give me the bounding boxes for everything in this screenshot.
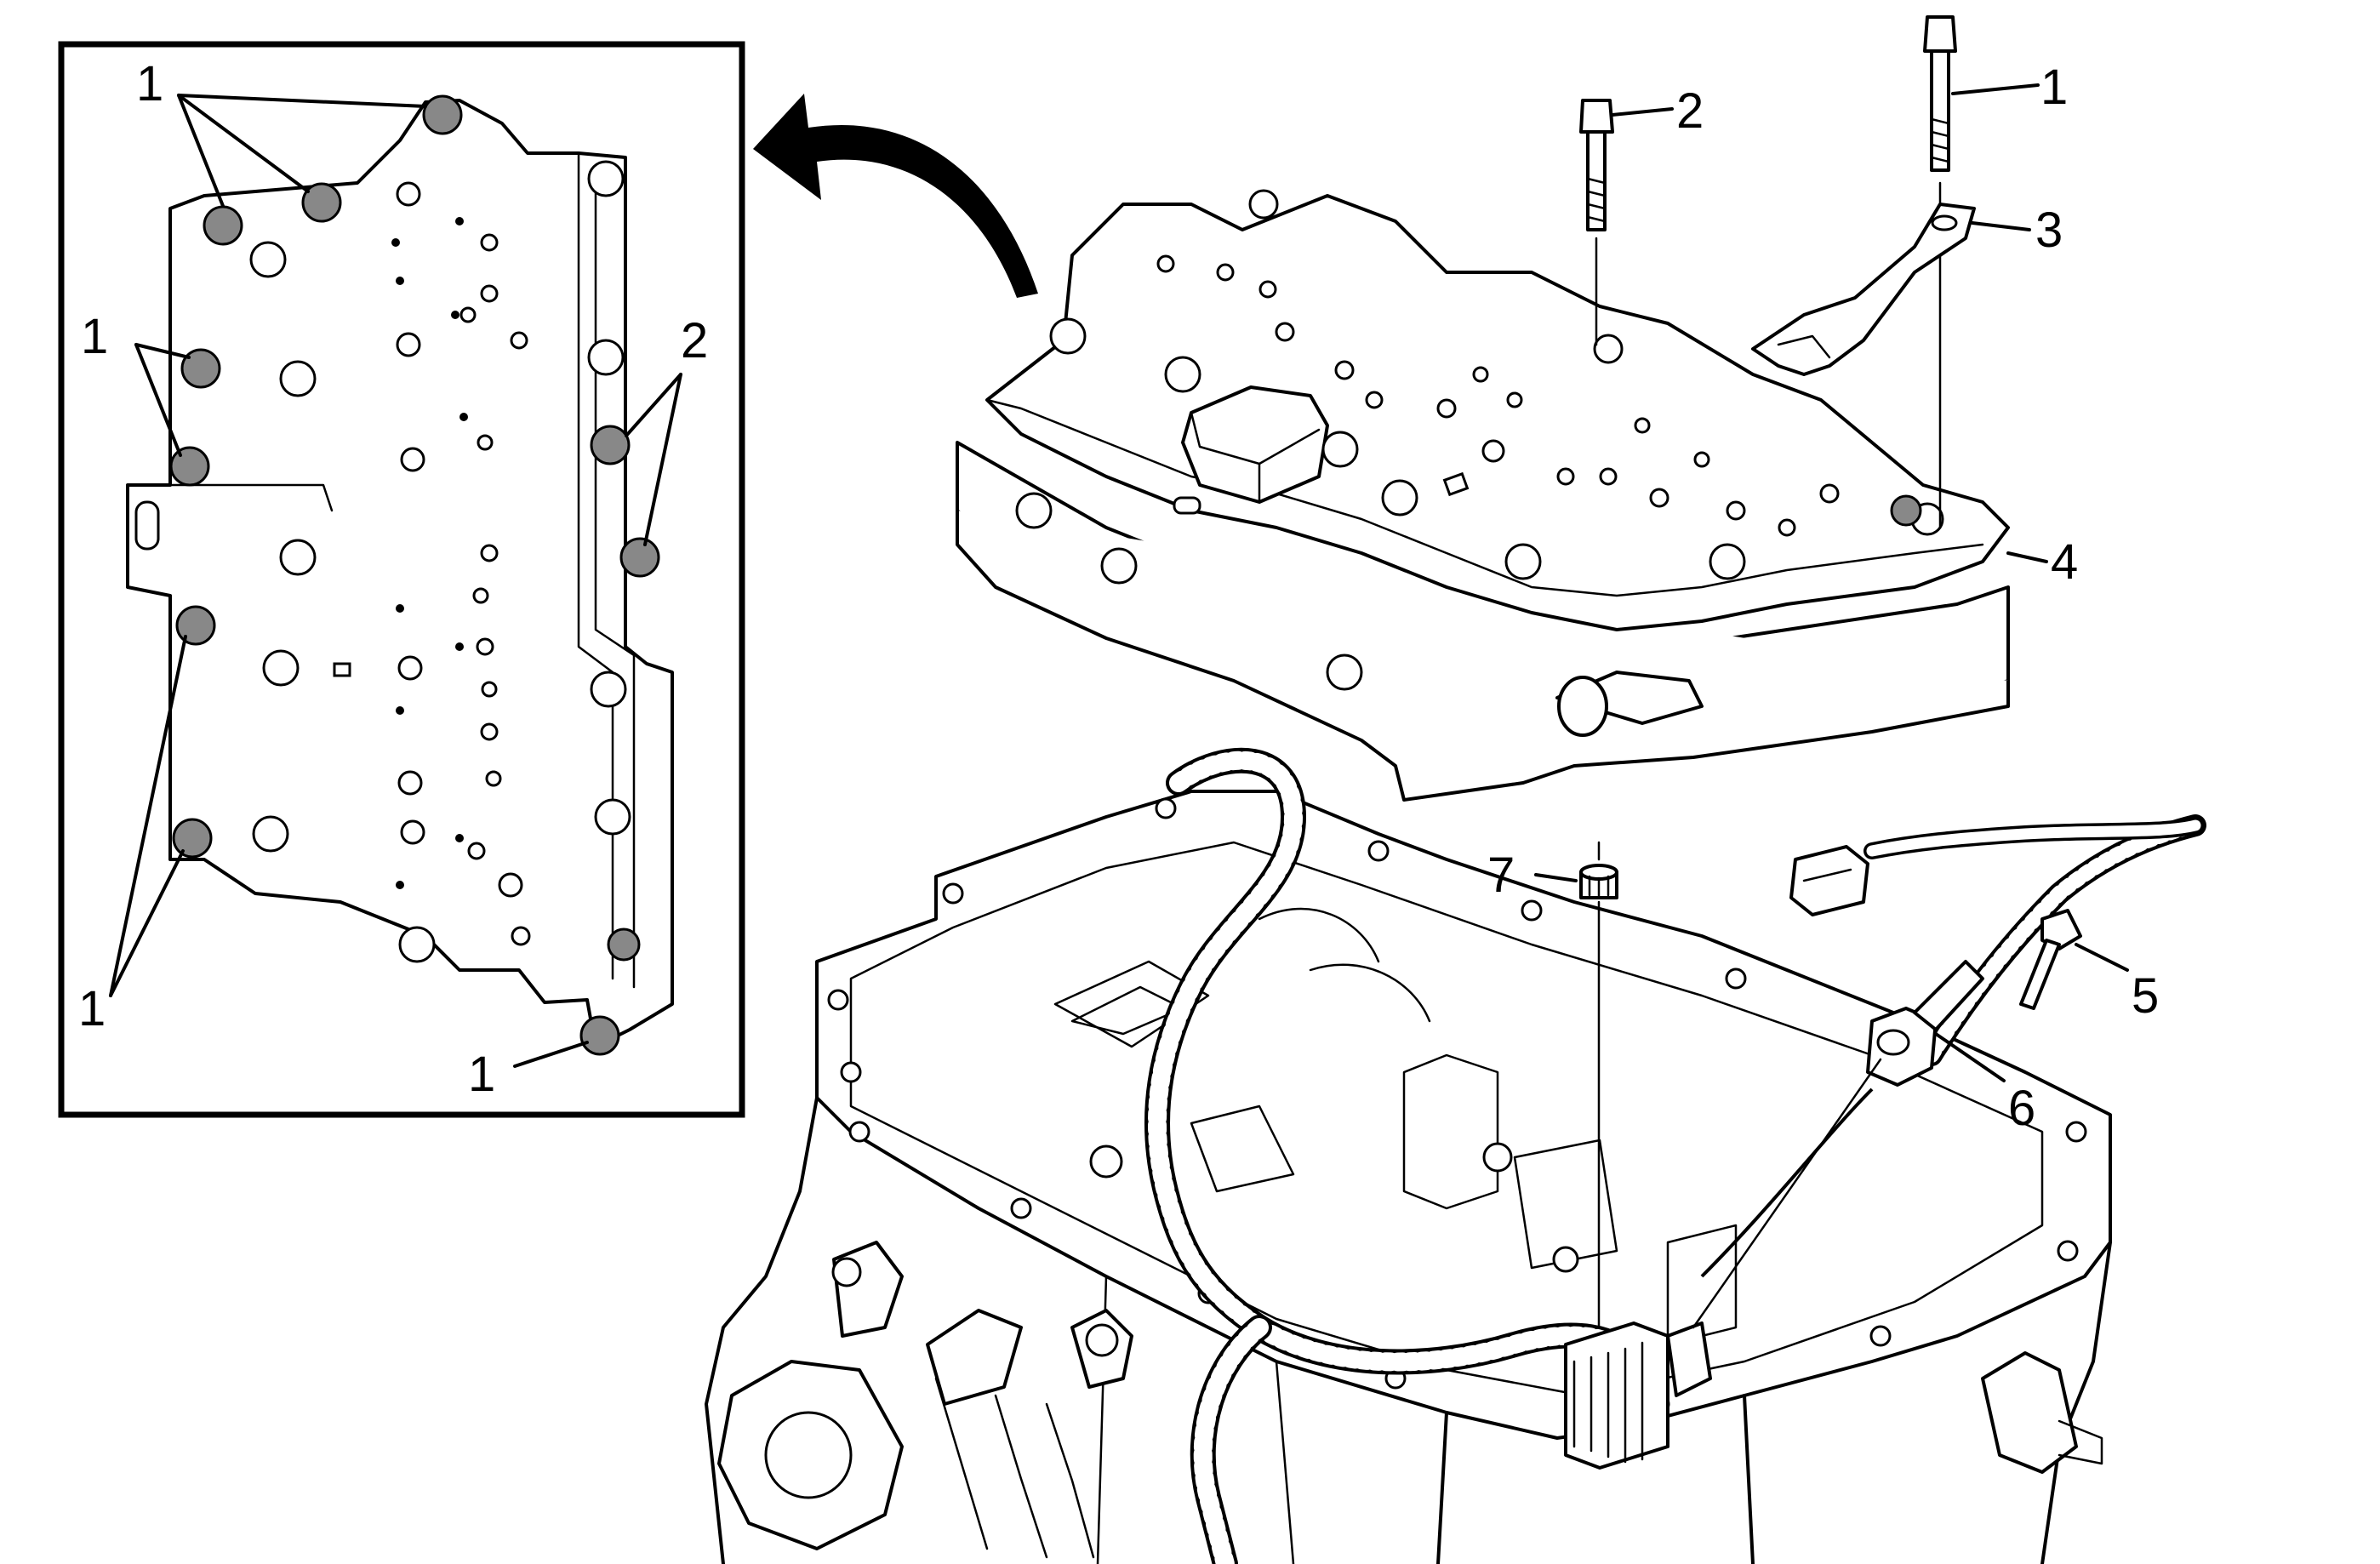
callout-bolt-short: 2 <box>1676 83 1704 139</box>
bracket <box>1751 203 1976 376</box>
inset-valve-plate <box>126 99 674 1048</box>
inset-callout-2-right: 2 <box>681 313 708 368</box>
inset-plain-bolts <box>249 160 631 963</box>
harness-bolt <box>2019 909 2082 1010</box>
callout-harness-bolt: 5 <box>2132 968 2159 1024</box>
bolt-long <box>1923 15 1957 529</box>
valve-body-ports <box>1156 254 1840 537</box>
callout-harness-clip: 6 <box>2008 1081 2035 1136</box>
view-arrow <box>753 94 1038 298</box>
valve-body-top-plate <box>985 194 2010 631</box>
inset-callout-1-upper-left: 1 <box>81 309 108 364</box>
bolt-short <box>1579 99 1614 346</box>
valve-body-assembly <box>956 189 2010 802</box>
inset-callout-1-top: 1 <box>136 56 163 111</box>
wiring-harness <box>1144 747 2206 1564</box>
main-leaders <box>1534 83 2129 1082</box>
inset-ports <box>333 181 531 946</box>
inset-bolt-heads <box>169 94 660 1056</box>
inset-panel: 1 1 2 1 1 <box>58 41 745 1118</box>
inset-tab-slot <box>134 500 160 551</box>
harness-clip <box>1866 960 1984 1087</box>
inset-callout-1-bottom: 1 <box>468 1047 495 1102</box>
inset-leaders <box>109 94 682 1068</box>
callout-bolt-long: 1 <box>2040 60 2068 115</box>
callout-bracket: 3 <box>2035 203 2063 258</box>
seal <box>1579 841 1618 1329</box>
harness-connector <box>1789 845 1869 916</box>
transmission-case <box>705 790 2112 1564</box>
inset-callout-1-lower-left: 1 <box>78 981 106 1036</box>
callout-seal: 7 <box>1487 848 1515 903</box>
valve-body-bolts <box>1049 189 1944 580</box>
callout-valve-body: 4 <box>2051 534 2078 590</box>
